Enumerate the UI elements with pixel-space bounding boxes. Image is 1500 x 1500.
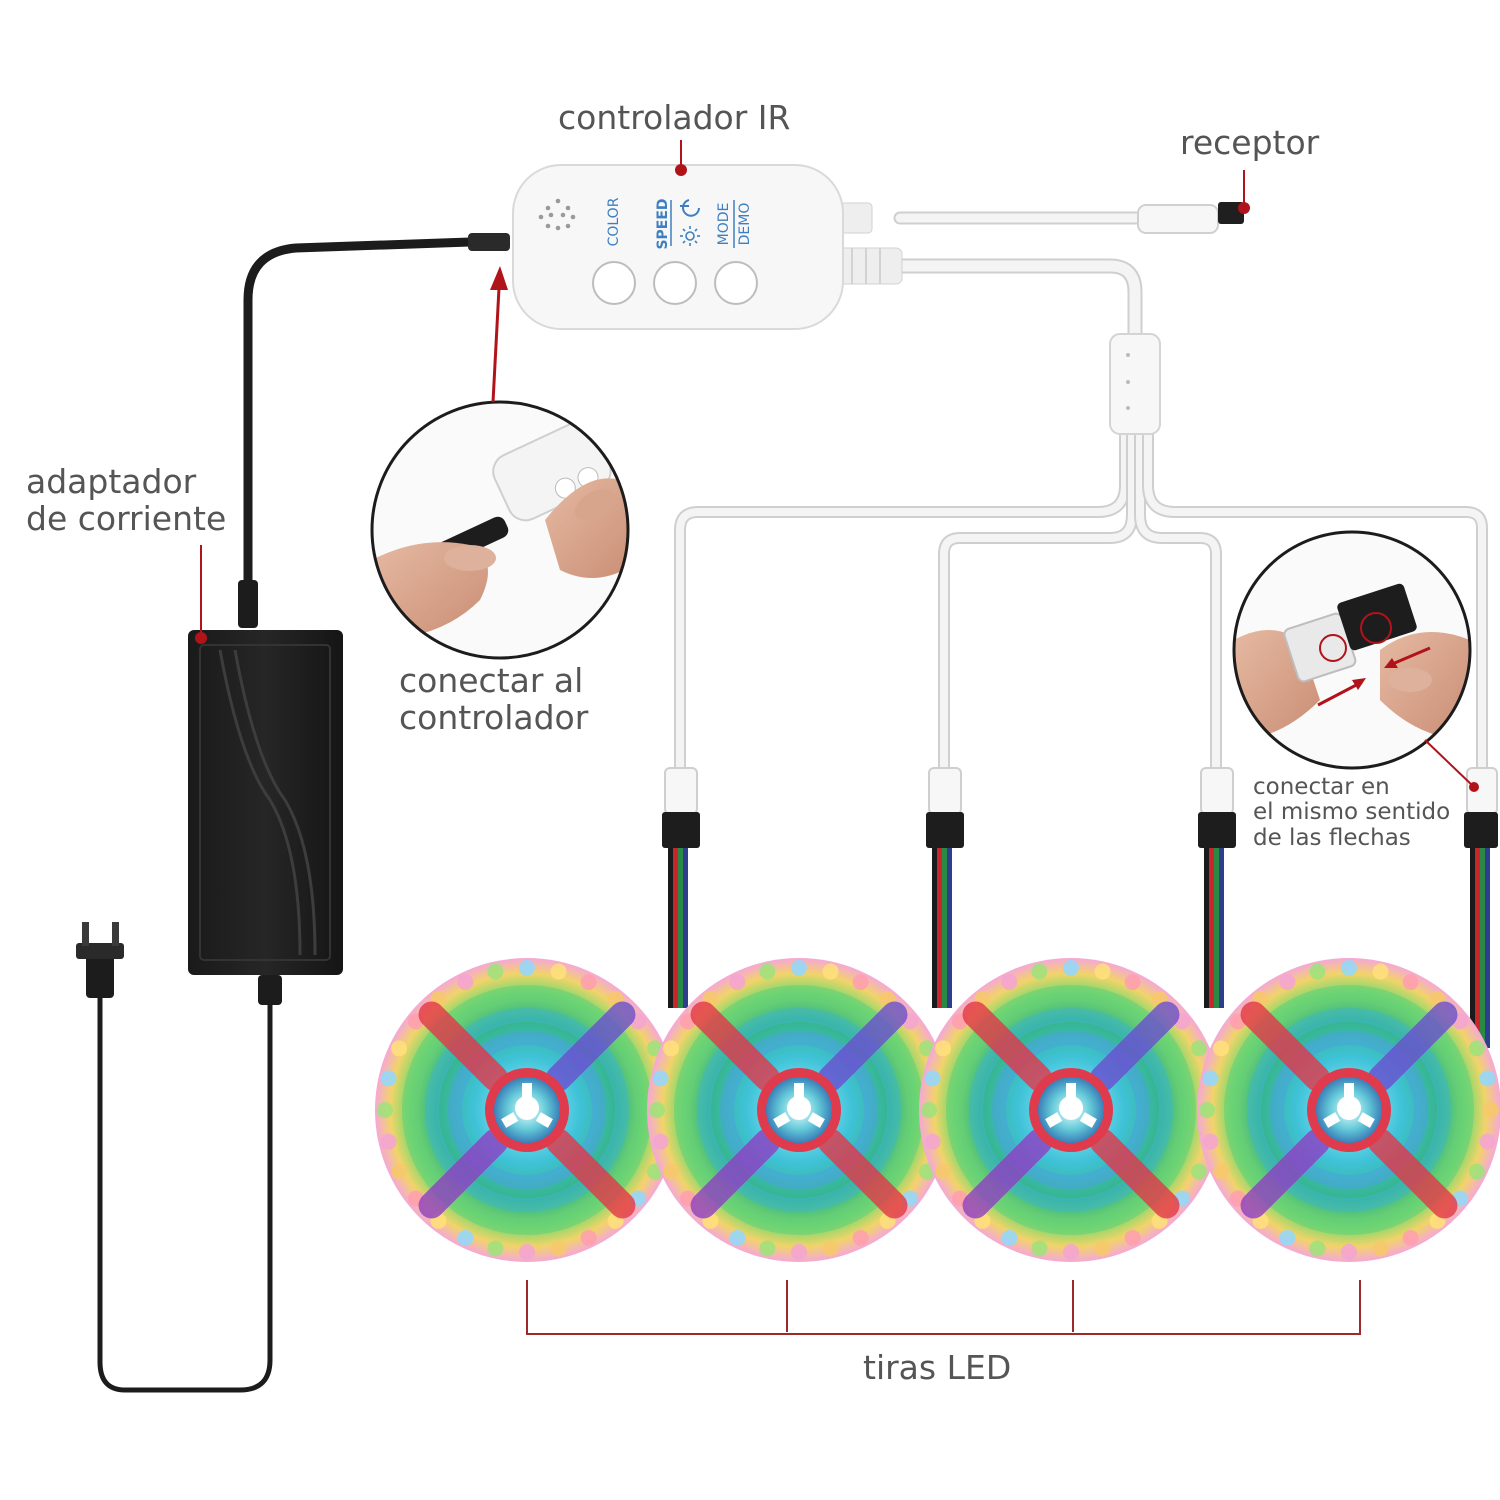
callouts	[195, 140, 1479, 792]
strip-connector-1	[662, 767, 700, 1008]
connect-controller-label-line1: conectar al	[399, 661, 584, 700]
inset-connect-direction	[1232, 530, 1472, 770]
white-cables	[674, 211, 1488, 776]
connect-direction-label-line2: el mismo sentido	[1253, 799, 1451, 826]
led-reels	[375, 958, 1500, 1262]
mode-button[interactable]	[714, 261, 758, 305]
speed-button-label: SPEED	[655, 198, 671, 249]
speed-button[interactable]	[653, 261, 697, 305]
receiver-label: receptor	[1180, 123, 1320, 162]
led-reel-3	[919, 958, 1223, 1262]
power-cables	[97, 233, 510, 1393]
sun-icon	[680, 226, 700, 246]
led-strips-bracket	[526, 1280, 1361, 1335]
cable-splitter	[1109, 333, 1161, 435]
ir-controller: COLOR SPEED MODE DEMO	[512, 164, 903, 330]
power-adapter-label-line1: adaptador	[26, 462, 197, 501]
strip-connector-3	[1198, 767, 1236, 1008]
connect-direction-label-line1: conectar en	[1253, 774, 1390, 800]
connect-direction-label: conectar en el mismo sentido de las flec…	[1253, 774, 1451, 851]
mains-cable	[97, 990, 273, 1393]
color-button-label: COLOR	[606, 197, 622, 246]
led-strips-label: tiras LED	[863, 1348, 1012, 1387]
power-adapter-label: adaptador de corriente	[26, 462, 227, 538]
ir-controller-label-text: controlador IR	[558, 98, 791, 137]
inset-connect-controller	[370, 400, 630, 660]
led-reel-2	[647, 958, 951, 1262]
connect-controller-label: conectar al controlador	[399, 661, 589, 737]
speaker-holes-icon	[538, 198, 576, 231]
led-strips-label-text: tiras LED	[863, 1348, 1012, 1387]
connect-controller-label-line2: controlador	[399, 697, 589, 737]
adapter-to-controller-cable	[243, 237, 475, 605]
dc-plug	[468, 233, 510, 251]
power-adapter-label-line2: de corriente	[26, 498, 227, 538]
led-reel-4	[1197, 958, 1500, 1262]
mode-button-label: MODE	[716, 203, 732, 246]
led-reel-1	[375, 958, 679, 1262]
ir-controller-label: controlador IR	[558, 98, 791, 137]
strip-connector-4	[1464, 767, 1498, 1048]
power-icon	[680, 199, 700, 217]
strip-connectors	[662, 767, 1498, 1048]
power-adapter	[188, 630, 343, 975]
demo-button-label: DEMO	[737, 203, 753, 246]
strip-connector-2	[926, 767, 964, 1008]
receiver-connector	[1137, 202, 1244, 234]
wall-plug	[76, 922, 124, 998]
color-button[interactable]	[592, 261, 636, 305]
receiver-label-text: receptor	[1180, 123, 1320, 162]
connect-direction-label-line3: de las flechas	[1253, 824, 1411, 851]
arrow-to-controller-icon	[490, 266, 508, 403]
